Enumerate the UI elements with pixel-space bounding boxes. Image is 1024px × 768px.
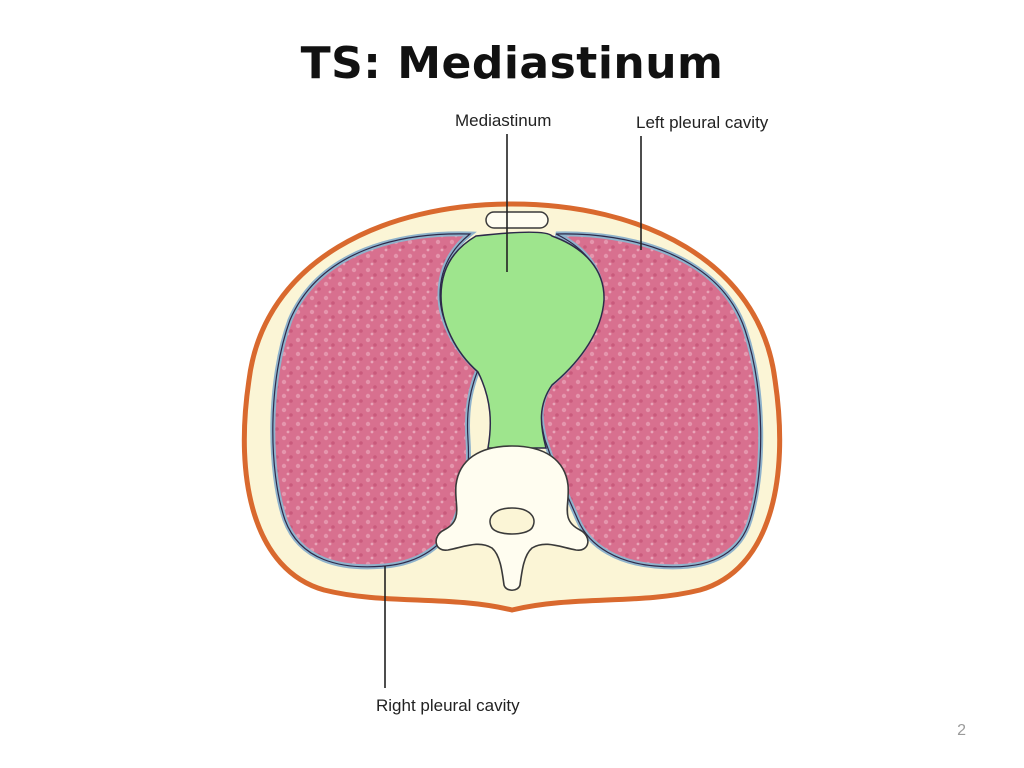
slide-title: TS: Mediastinum — [300, 38, 724, 89]
sternum — [485, 211, 549, 229]
vertebral-foramen — [489, 507, 535, 535]
mediastinum-region — [440, 231, 605, 449]
mediastinum-label: Mediastinum — [455, 111, 551, 130]
left-pleural-cavity-label: Left pleural cavity — [636, 113, 769, 132]
page-number: 2 — [957, 722, 966, 739]
right-pleural-cavity-label: Right pleural cavity — [376, 696, 520, 715]
